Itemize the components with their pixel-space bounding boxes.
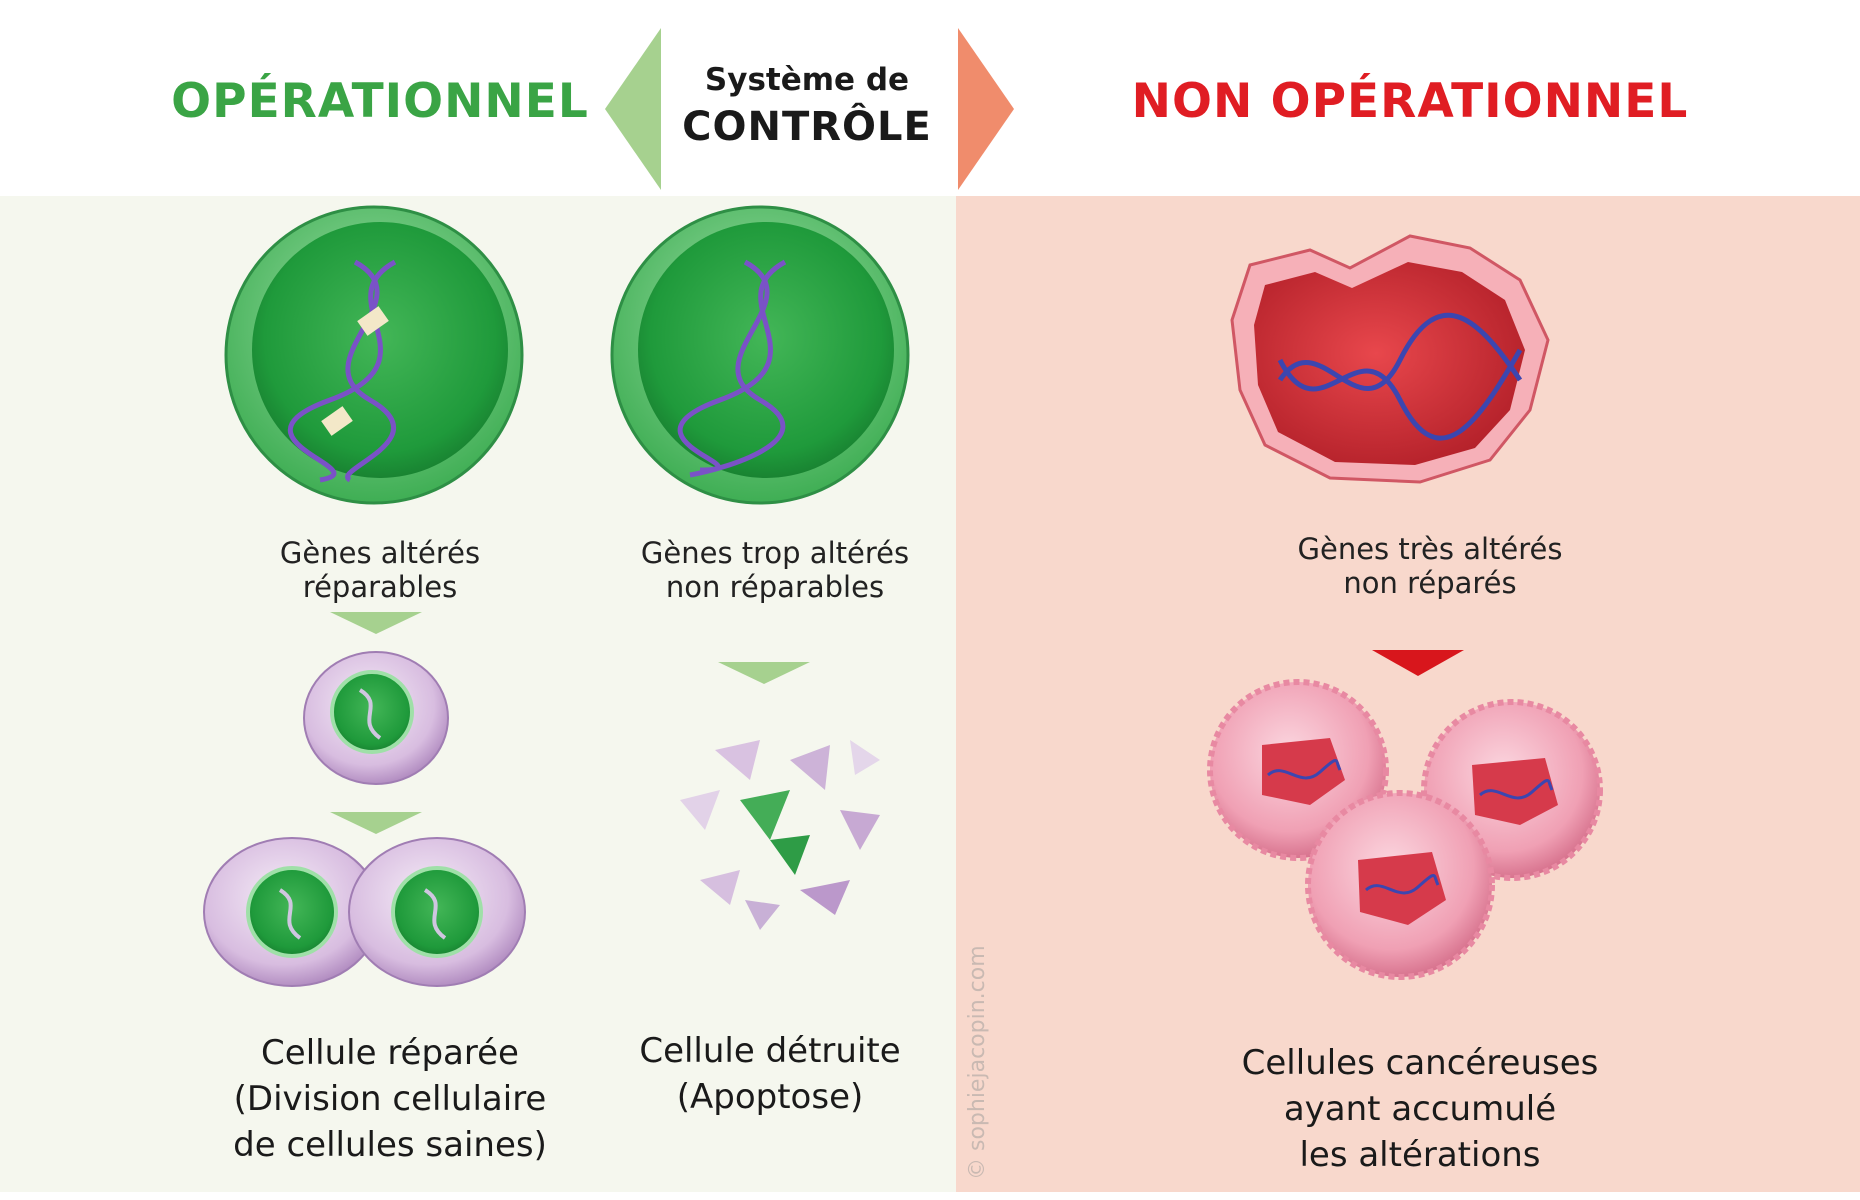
cancer-cells <box>1207 679 1603 980</box>
watermark-text: © sophiejacopin.com <box>965 945 990 1180</box>
header-bar <box>0 0 1860 196</box>
caption-cancer: Cellules cancéreuses ayant accumulé les … <box>1241 1043 1599 1175</box>
dna-helix-icon <box>1267 759 1554 895</box>
control-line1: Système de <box>704 62 910 98</box>
purple-cells-dividing <box>203 837 526 987</box>
label-very-altered: Gènes très altérés non réparés <box>1297 532 1563 600</box>
down-arrow-red <box>1372 650 1464 676</box>
watermark: © sophiejacopin.com <box>965 945 990 1180</box>
operational-title: OPÉRATIONNEL <box>171 74 589 129</box>
caption-repaired: Cellule réparée (Division cellulaire de … <box>233 1033 547 1165</box>
arrow-left-green <box>605 28 661 190</box>
non-operational-title: NON OPÉRATIONNEL <box>1131 74 1689 129</box>
down-arrow-green-3 <box>330 812 422 834</box>
green-cell-repairable <box>224 205 524 505</box>
down-arrow-green-2 <box>718 662 810 684</box>
down-arrow-green-1 <box>330 612 422 634</box>
apoptosis-fragments <box>680 740 880 930</box>
label-too-altered: Gènes trop altérés non réparables <box>640 536 910 604</box>
dna-helix-icon <box>1277 312 1523 441</box>
red-cell-very-altered <box>1230 234 1550 484</box>
label-repairable: Gènes altérés réparables <box>279 536 481 604</box>
dna-helix-icon <box>287 259 397 483</box>
dna-helix-icon <box>677 259 787 478</box>
caption-destroyed: Cellule détruite (Apoptose) <box>639 1031 901 1117</box>
purple-cell-repaired <box>303 651 449 785</box>
arrow-right-orange <box>958 28 1014 190</box>
control-line2: CONTRÔLE <box>682 104 932 150</box>
green-cell-too-altered <box>610 205 910 505</box>
